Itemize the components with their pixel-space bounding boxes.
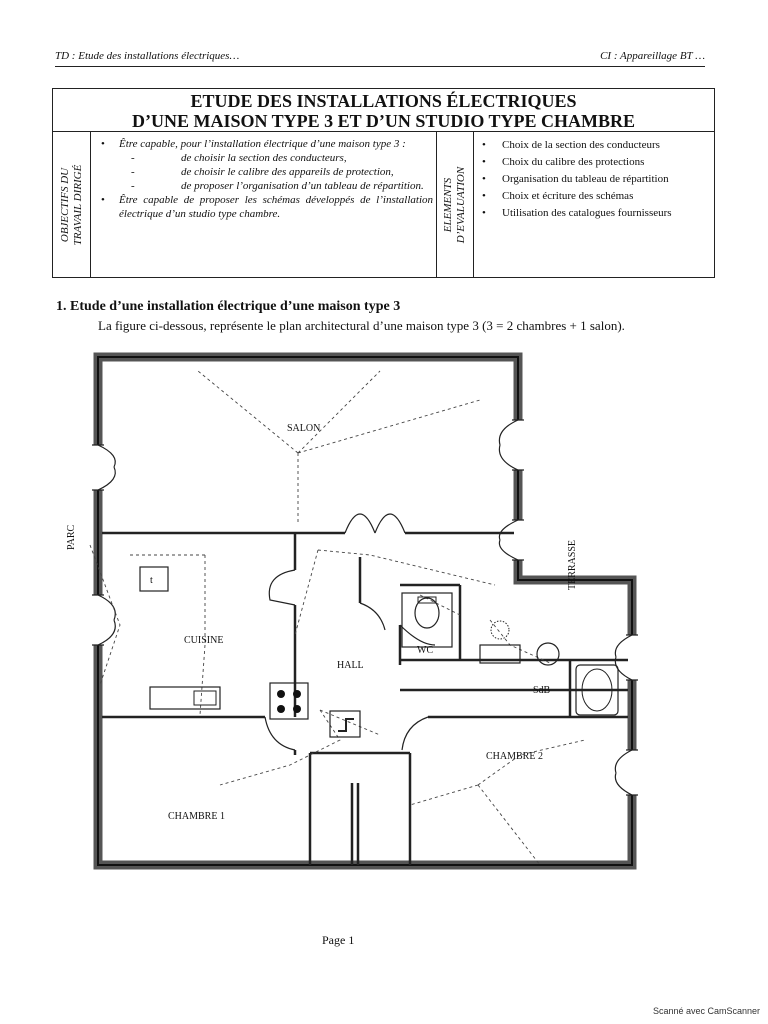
room-label-wc: WC bbox=[417, 645, 433, 656]
evaluation-label-line-2: D’EVALUATION bbox=[455, 166, 467, 243]
label-parc: PARC bbox=[66, 524, 77, 550]
objective-dash-1: de choisir la section des conducteurs, bbox=[97, 151, 433, 165]
objective-bullet-1: Être capable, pour l’installation électr… bbox=[97, 137, 433, 151]
objective-dash-3: de proposer l’organisation d’un tableau … bbox=[97, 179, 433, 193]
evaluation-item: Utilisation des catalogues fournisseurs bbox=[478, 205, 708, 222]
evaluation-item: Choix et écriture des schémas bbox=[478, 188, 708, 205]
objectives-label-line-1: OBJECTIFS DU bbox=[58, 167, 71, 242]
house-floor-plan: SALON CUISINE HALL WC SdB CHAMBRE 2 CHAM… bbox=[66, 352, 638, 870]
electrical-panel-label: t bbox=[150, 575, 153, 586]
evaluation-item: Choix de la section des conducteurs bbox=[478, 137, 708, 154]
evaluation-label-line-1: ELEMENTS bbox=[442, 177, 454, 232]
room-label-chambre-1: CHAMBRE 1 bbox=[168, 811, 225, 822]
evaluation-item: Organisation du tableau de répartition bbox=[478, 171, 708, 188]
section-1-heading: 1. Etude d’une installation électrique d… bbox=[56, 299, 401, 314]
room-label-chambre-2: CHAMBRE 2 bbox=[486, 751, 543, 762]
objective-dash-2: de choisir le calibre des appareils de p… bbox=[97, 165, 433, 179]
page-header: TD : Etude des installations électriques… bbox=[55, 48, 705, 67]
objectives-box: ETUDE DES INSTALLATIONS ÉLECTRIQUES D’UN… bbox=[52, 88, 715, 278]
objective-bullet-2: Être capable de proposer les schémas dév… bbox=[97, 193, 433, 221]
room-label-salon: SALON bbox=[287, 423, 320, 434]
objectives-content: Être capable, pour l’installation électr… bbox=[97, 137, 433, 221]
title-line-2: D’UNE MAISON TYPE 3 ET D’UN STUDIO TYPE … bbox=[131, 111, 636, 131]
label-terrasse: TERRASSE bbox=[567, 540, 578, 590]
evaluation-list: Choix de la section des conducteurs Choi… bbox=[478, 137, 708, 222]
evaluation-item: Choix du calibre des protections bbox=[478, 154, 708, 171]
scanner-watermark: Scanné avec CamScanner bbox=[652, 1006, 760, 1016]
header-right: CI : Appareillage BT … bbox=[600, 50, 705, 62]
document-title: ETUDE DES INSTALLATIONS ÉLECTRIQUES D’UN… bbox=[53, 89, 714, 132]
title-line-1: ETUDE DES INSTALLATIONS ÉLECTRIQUES bbox=[190, 91, 577, 111]
objectives-label-line-2: TRAVAIL DIRIGÉ bbox=[71, 164, 84, 245]
room-label-hall: HALL bbox=[337, 660, 364, 671]
page-number: Page 1 bbox=[322, 933, 355, 947]
section-1-text: La figure ci-dessous, représente le plan… bbox=[98, 318, 625, 333]
header-left: TD : Etude des installations électriques… bbox=[55, 50, 240, 62]
room-label-sdb: SdB bbox=[533, 685, 551, 696]
room-label-cuisine: CUISINE bbox=[184, 635, 223, 646]
